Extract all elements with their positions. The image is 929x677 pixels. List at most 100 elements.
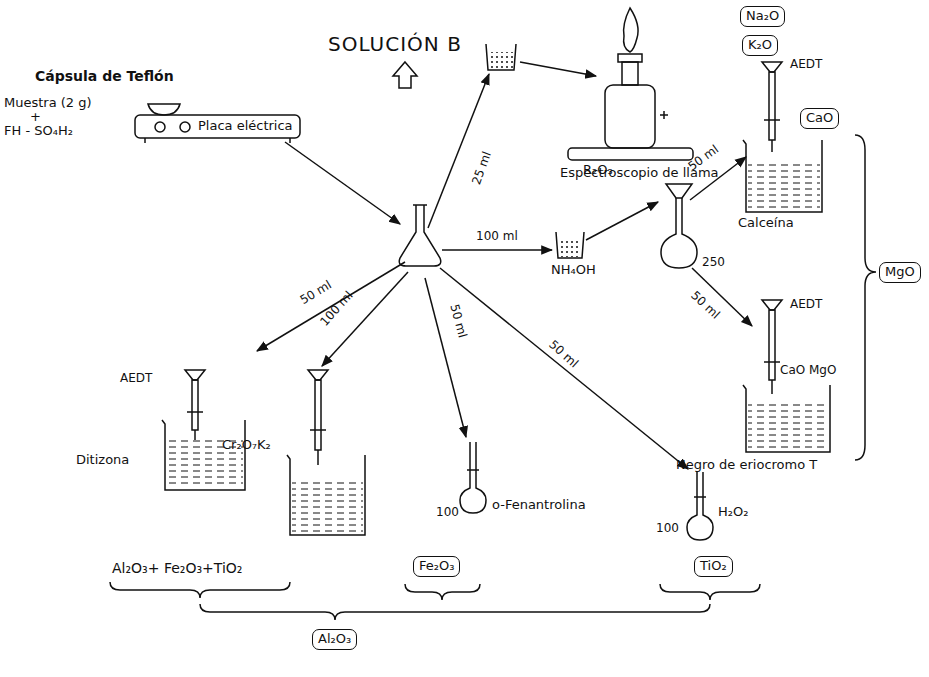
analyte-name: CaO MgO [780,364,836,378]
volume-label: 100 ml [476,230,518,244]
flask-mark [694,496,706,498]
up-arrow [393,62,417,88]
part-name: Cápsula de Teflón [35,68,174,84]
plate-leg [144,138,146,143]
burette [192,380,198,430]
flame [624,8,638,52]
burette [315,380,321,450]
burner-neck [622,62,638,85]
plate-knob [180,122,190,132]
bracket [200,604,710,620]
small-beaker [556,232,584,258]
small-beaker [486,44,516,70]
flask-lip [413,204,427,206]
reagent-name: AEDT [790,58,822,72]
burette-tip [317,450,319,465]
burette-tip [771,380,773,394]
stopcock [187,411,203,413]
analyte-sum: Al₂O₃+ Fe₂O₃+TiO₂ [112,560,242,576]
bracket [110,582,290,598]
result-text: K₂O [748,38,772,53]
flask-volume: 100 [656,522,679,536]
burette-tip [771,140,773,152]
volume-label: 50 ml [298,278,334,307]
burner-cap [618,54,642,62]
flow-arrow [257,262,405,351]
solution-title: SOLUCIÓN B [328,33,462,56]
bracket [405,584,480,600]
volume-label: 50 ml [688,289,722,322]
reagent-name: FH - SO₄H₂ [4,124,73,139]
reagent-name: H₂O₂ [718,505,748,520]
spectroscope-base [568,148,693,160]
result-box: CaO [800,108,839,129]
part-name: Placa eléctrica [198,119,293,134]
titration-beaker [743,385,830,452]
filter-funnel [666,184,692,198]
indicator-name: Negro de eriocromo T [676,458,817,473]
result-text: CaO [806,111,833,126]
flow-arrow [440,268,688,469]
burette-funnel [185,370,205,380]
flow-arrow [442,249,552,251]
titration-beaker [743,140,822,212]
indicator-name: Ditizona [76,453,129,468]
bracket [855,135,876,460]
bracket [660,584,760,600]
reagent-name: NH₄OH [551,263,596,278]
flow-arrow [520,62,596,76]
burette-tip [194,430,196,440]
reagent-name: Cr₂O₇K₂ [222,438,271,453]
burette [769,72,775,140]
result-text: Al₂O₃ [318,632,351,647]
flask-volume: 100 [436,506,459,520]
stopcock [310,429,326,431]
result-text: TiO₂ [700,559,727,574]
central-flask [399,205,441,266]
hot-plate [135,115,300,138]
volume-label: 25 ml [470,150,495,187]
precipitate-name: R₂O₃ [583,163,613,178]
result-box: MgO [879,262,921,283]
spectroscope-body [605,85,655,148]
titration-beaker [162,420,245,490]
flow-arrow [428,74,489,228]
burette-funnel [762,62,782,72]
plate-knob [155,122,165,132]
sample-note: + [30,110,41,125]
reagent-name: AEDT [120,372,152,386]
reagent-name: o-Fenantrolina [492,498,586,513]
result-text: MgO [885,265,915,280]
titration-beaker [287,455,365,535]
volumetric-flask [460,442,486,513]
stopcock [764,119,780,121]
sample-note: Muestra (2 g) [4,96,92,111]
teflon-capsule [148,104,180,115]
plate-leg [289,138,291,143]
indicator-name: Calceína [738,216,794,231]
volumetric-flask [661,198,697,268]
result-box: Fe₂O₃ [413,556,460,577]
volume-label: 50 ml [447,303,469,340]
eyepiece-mark [663,111,665,119]
flask-volume: 250 [702,256,725,270]
flask-mark [467,469,479,471]
flow-arrow [425,278,466,437]
result-box: K₂O [742,35,778,56]
result-text: Fe₂O₃ [419,559,454,574]
volumetric-flask [687,472,713,540]
flow-arrow [285,142,400,224]
flow-arrow [586,202,658,240]
volume-label: 50 ml [546,338,581,371]
stopcock [764,361,780,363]
result-box: Al₂O₃ [312,629,357,650]
result-box: Na₂O [740,6,785,27]
burette-funnel [762,300,782,310]
result-text: Na₂O [746,9,779,24]
reagent-name: AEDT [790,298,822,312]
burette-funnel [308,370,328,380]
burette [769,310,775,380]
result-box: TiO₂ [694,556,733,577]
